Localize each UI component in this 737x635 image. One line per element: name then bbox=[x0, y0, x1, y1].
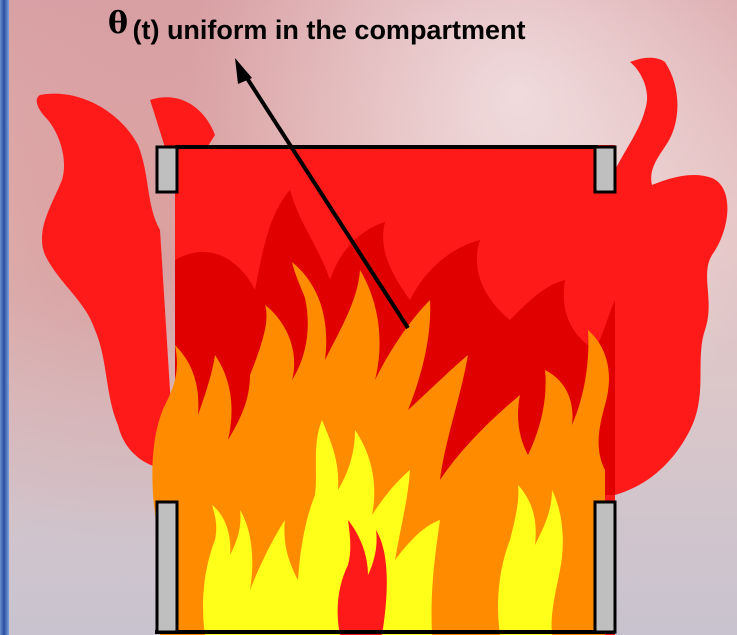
annotation-text: (t) uniform in the compartment bbox=[132, 15, 525, 45]
lower-right-wall bbox=[595, 502, 615, 632]
theta-symbol: θ bbox=[108, 6, 128, 41]
annotation-label: θ (t) uniform in the compartment bbox=[108, 6, 525, 46]
upper-right-wall bbox=[595, 147, 615, 192]
right-outer-flame bbox=[615, 58, 727, 495]
lower-left-wall bbox=[157, 502, 177, 632]
upper-left-wall bbox=[157, 147, 177, 192]
